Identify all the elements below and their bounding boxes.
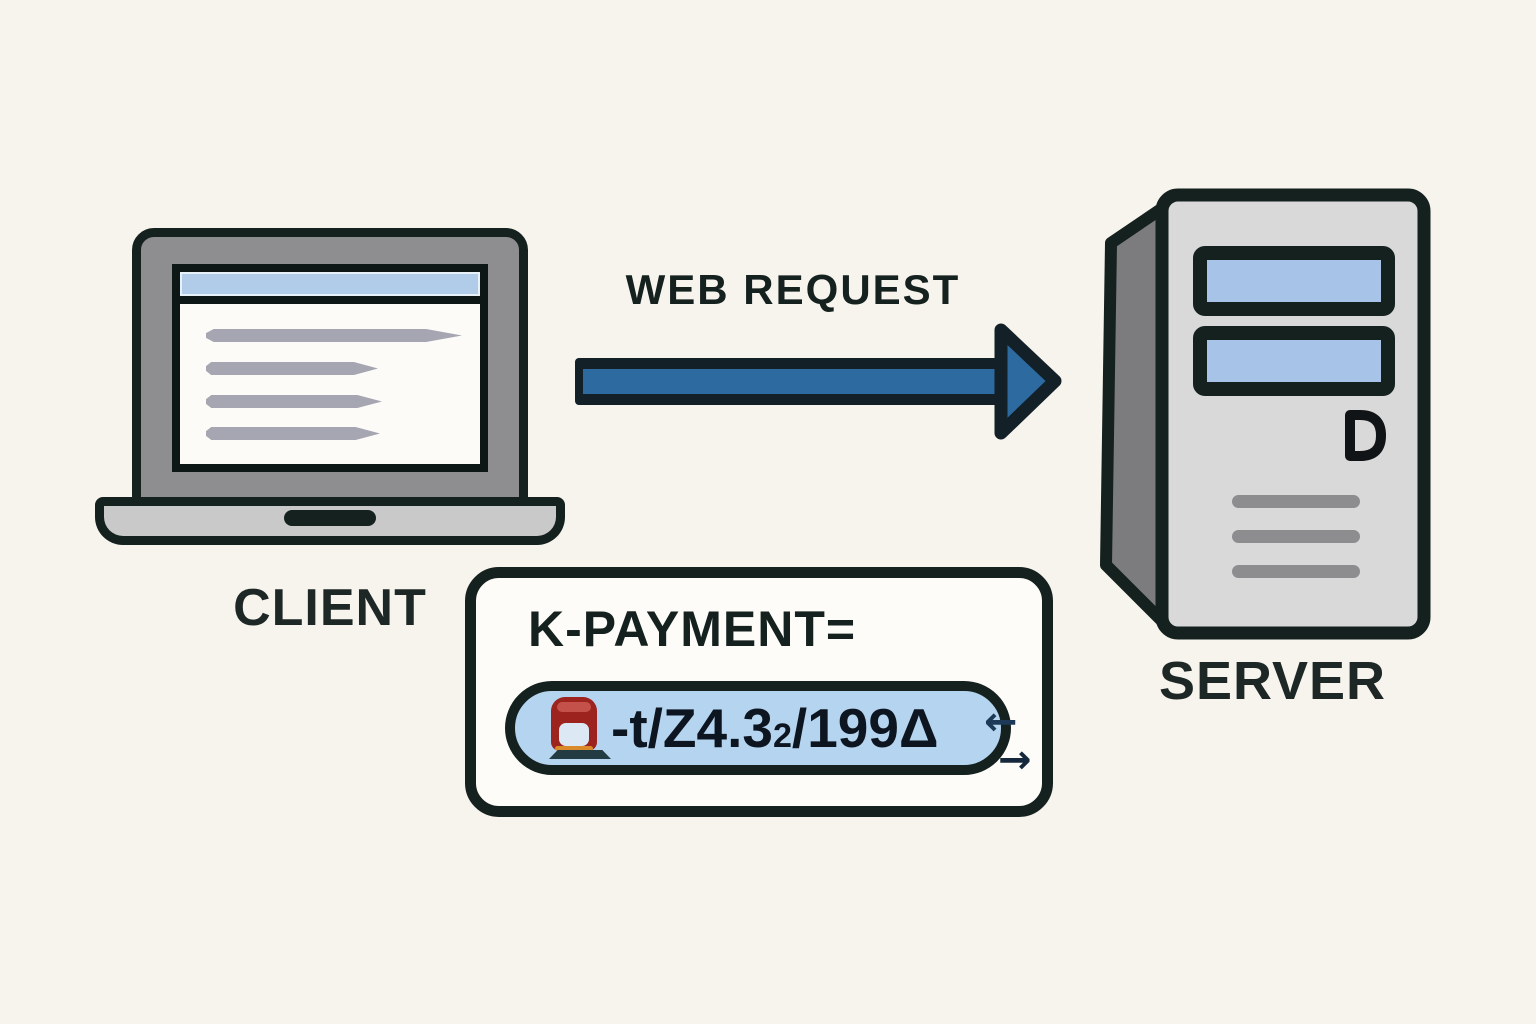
lock-shine [557,702,591,712]
server-door-handle-icon [1345,410,1386,461]
client-label: CLIENT [233,579,427,637]
server-label: SERVER [1158,651,1387,711]
payment-token-field: -t/Z4.32/199Δ [505,681,1011,775]
text-placeholder-line [206,427,380,440]
lock-glow [555,746,593,751]
server-tower-icon [1100,188,1431,640]
server-drive-slot [1193,326,1395,396]
laptop-display [172,264,488,472]
browser-address-bar [180,272,480,304]
server-drive-slot [1193,246,1395,316]
text-placeholder-line [206,329,462,342]
token-text: -t/Z4.32/199Δ [611,700,939,756]
payment-box: K-PAYMENT= -t/Z4.32/199Δ ← → [465,567,1053,817]
token-suffix: /199Δ [791,696,939,759]
cursor-arrow-right-icon: → [998,737,1032,783]
token-small-digit: 2 [772,716,792,755]
server-vent-line [1232,530,1360,543]
lock-window [559,723,589,746]
text-placeholder-line [206,362,378,375]
arrow-head [994,323,1062,440]
laptop-base [95,497,565,545]
lock-base-shadow [549,750,611,759]
web-request-label: WEB REQUEST [625,266,961,313]
text-placeholder-line [206,395,382,408]
arrow-shaft-fill [583,369,1007,394]
server-vent-line [1232,495,1360,508]
token-prefix: -t/Z4.3 [611,696,773,759]
lock-body [551,697,597,751]
server-vent-line [1232,565,1360,578]
touchpad-notch [284,510,376,526]
laptop-icon [132,228,528,506]
request-arrow-icon [575,323,1062,440]
payment-title: K-PAYMENT= [528,601,857,657]
cursor-arrow-left-icon: ← [984,699,1018,745]
red-lock-icon [549,697,611,759]
